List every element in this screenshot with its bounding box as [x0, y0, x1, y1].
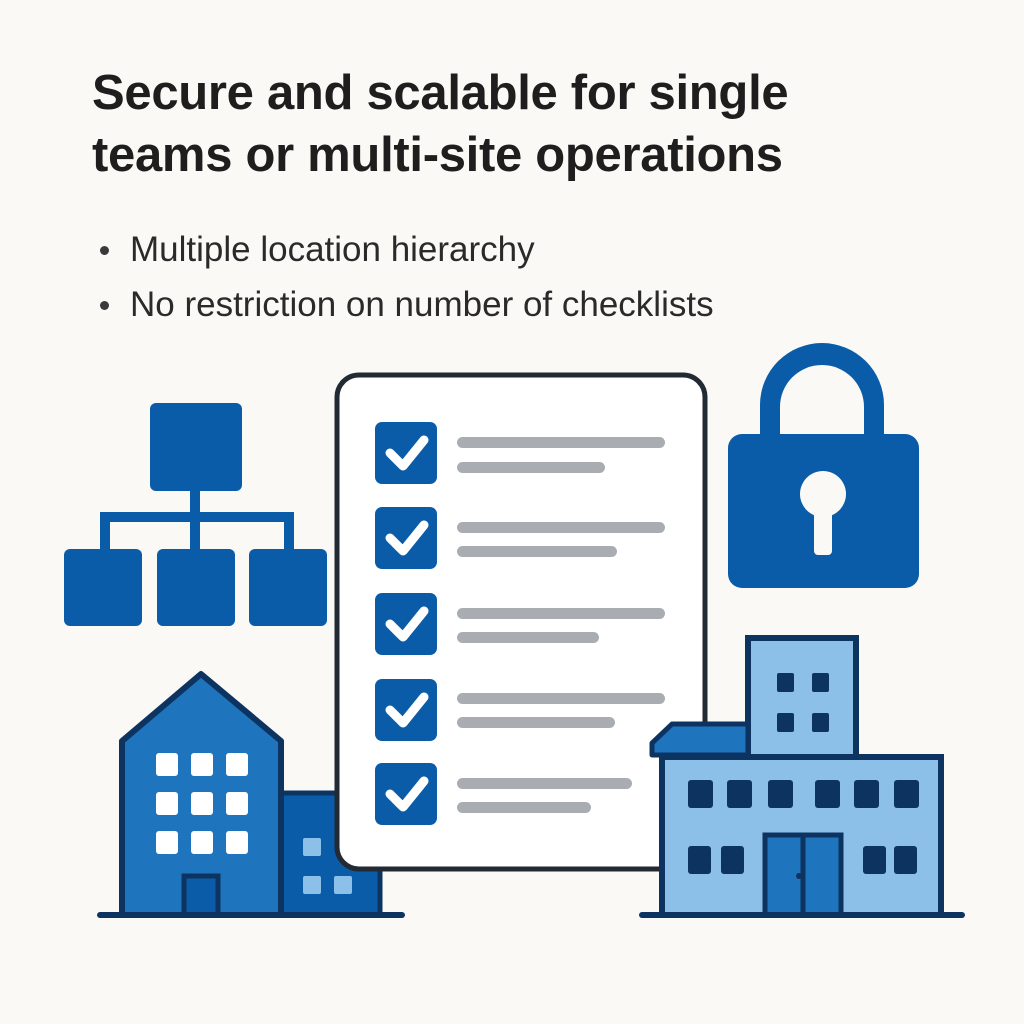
- bullet-dot-icon: [100, 246, 109, 255]
- checklist-items: [375, 422, 665, 825]
- feature-list: Multiple location hierarchy No restricti…: [98, 222, 714, 332]
- checklist-icon: [334, 372, 708, 872]
- office-building-icon: [97, 671, 405, 918]
- bullet-dot-icon: [100, 301, 109, 310]
- feature-text: No restriction on number of checklists: [130, 285, 714, 324]
- headline-line-1: Secure and scalable for single: [92, 66, 789, 120]
- headquarters-building-icon: [639, 635, 965, 918]
- headline-line-2: teams or multi-site operations: [92, 128, 783, 182]
- feature-text: Multiple location hierarchy: [130, 230, 535, 269]
- feature-item: Multiple location hierarchy: [98, 222, 714, 277]
- feature-item: No restriction on number of checklists: [98, 277, 714, 332]
- padlock-icon: [728, 343, 919, 588]
- hierarchy-icon: [64, 403, 327, 626]
- headline: Secure and scalable for single teams or …: [92, 62, 952, 186]
